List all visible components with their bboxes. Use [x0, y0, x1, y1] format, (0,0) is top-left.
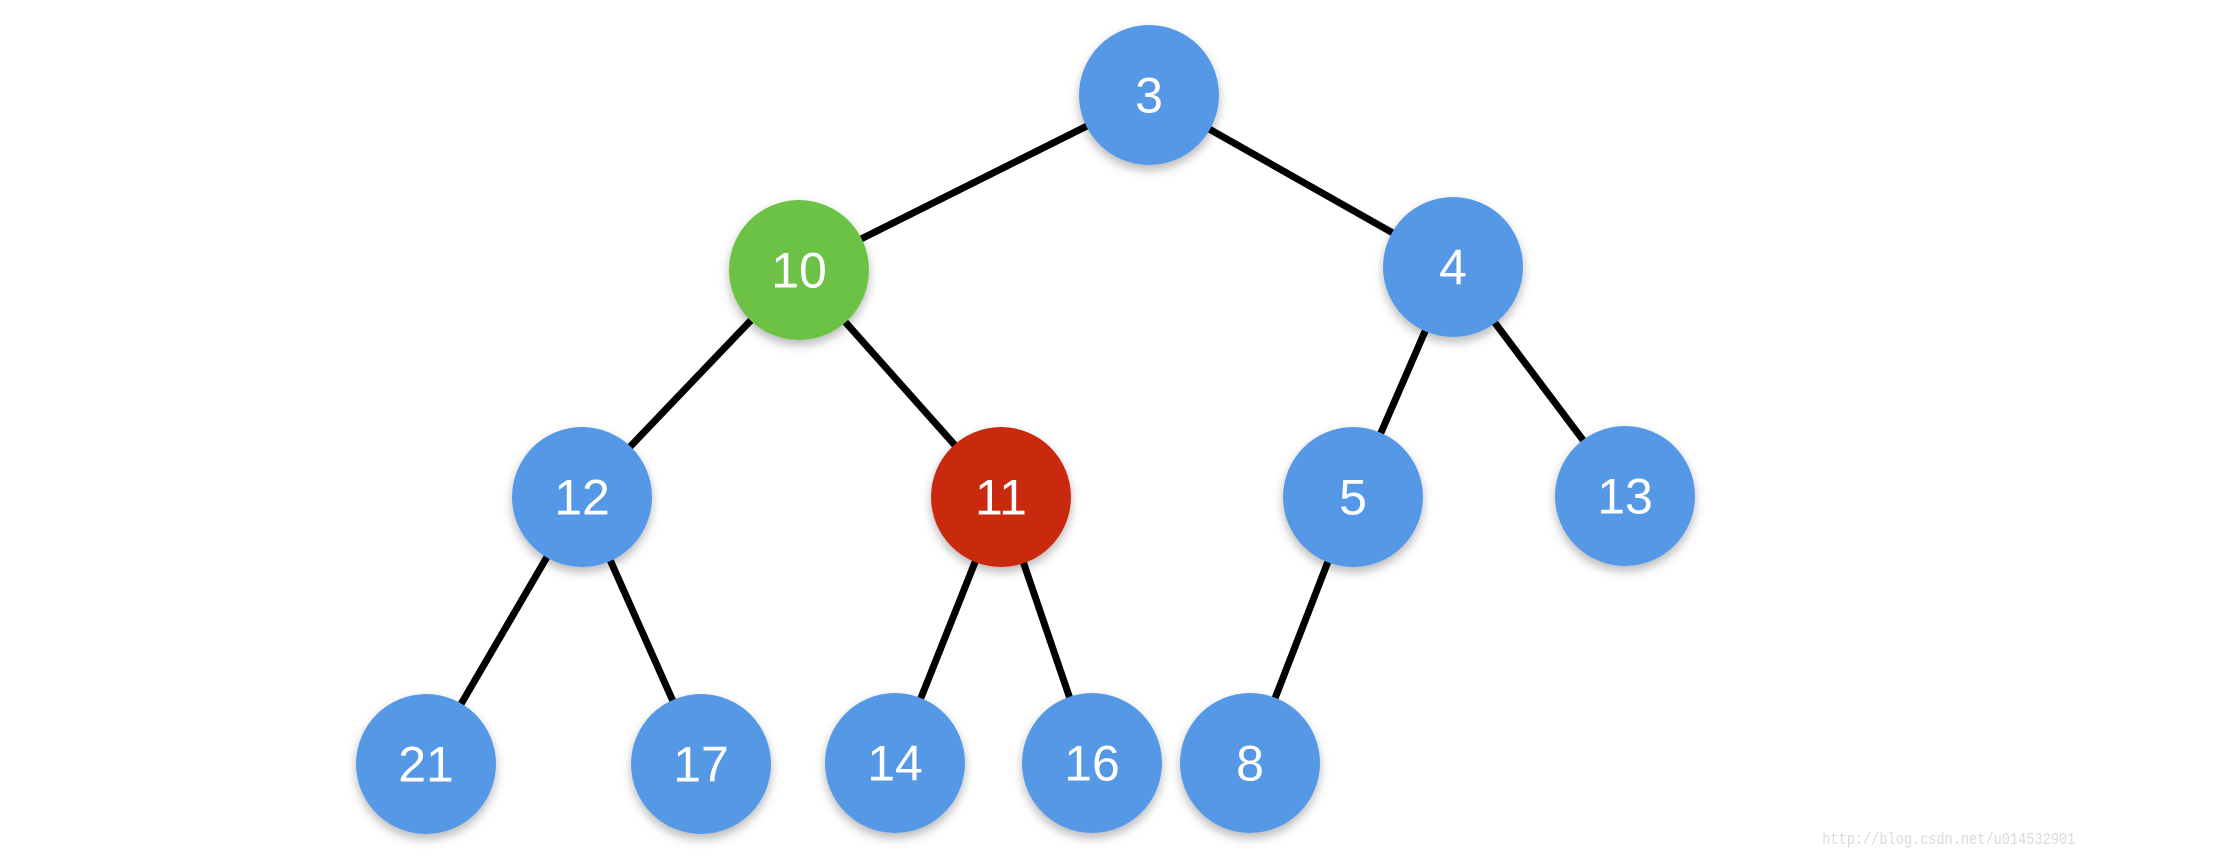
tree-node-circle-4 [1383, 197, 1523, 337]
tree-node-label-11: 11 [975, 470, 1027, 526]
tree-node-label-21: 21 [398, 737, 454, 793]
tree-node-14: 14 [825, 693, 965, 833]
tree-node-label-12: 12 [554, 470, 610, 526]
tree-node-4: 4 [1383, 197, 1523, 337]
tree-node-label-10: 10 [771, 243, 827, 299]
tree-node-label-14: 14 [867, 736, 923, 792]
tree-nodes: 3 10 4 12 11 5 13 21 17 14 16 8 [356, 25, 1695, 834]
tree-node-label-16: 16 [1064, 736, 1120, 792]
tree-node-13: 13 [1555, 426, 1695, 566]
tree-node-circle-5 [1283, 427, 1423, 567]
tree-node-16: 16 [1022, 693, 1162, 833]
csdn-watermark: http://blog.csdn.net/u014532901 [1821, 831, 2075, 850]
tree-node-5: 5 [1283, 427, 1423, 567]
tree-node-21: 21 [356, 694, 496, 834]
tree-node-17: 17 [631, 694, 771, 834]
tree-node-circle-16 [1022, 693, 1162, 833]
tree-node-label-4: 4 [1439, 240, 1467, 296]
tree-node-12: 12 [512, 427, 652, 567]
tree-node-label-8: 8 [1236, 736, 1264, 792]
tree-node-11: 11 [931, 427, 1071, 567]
tree-edges [422, 91, 1629, 768]
tree-node-circle-11 [931, 427, 1071, 567]
tree-node-circle-10 [729, 200, 869, 340]
tree-node-3: 3 [1079, 25, 1219, 165]
tree-node-10: 10 [729, 200, 869, 340]
tree-node-label-3: 3 [1135, 68, 1163, 124]
tree-node-label-17: 17 [673, 737, 729, 793]
tree-node-circle-13 [1555, 426, 1695, 566]
tree-node-8: 8 [1180, 693, 1320, 833]
tree-node-circle-12 [512, 427, 652, 567]
tree-node-circle-8 [1180, 693, 1320, 833]
tree-node-circle-17 [631, 694, 771, 834]
tree-node-circle-21 [356, 694, 496, 834]
tree-node-circle-3 [1079, 25, 1219, 165]
tree-node-label-5: 5 [1339, 470, 1367, 526]
tree-node-circle-14 [825, 693, 965, 833]
tree-node-label-13: 13 [1597, 469, 1653, 525]
